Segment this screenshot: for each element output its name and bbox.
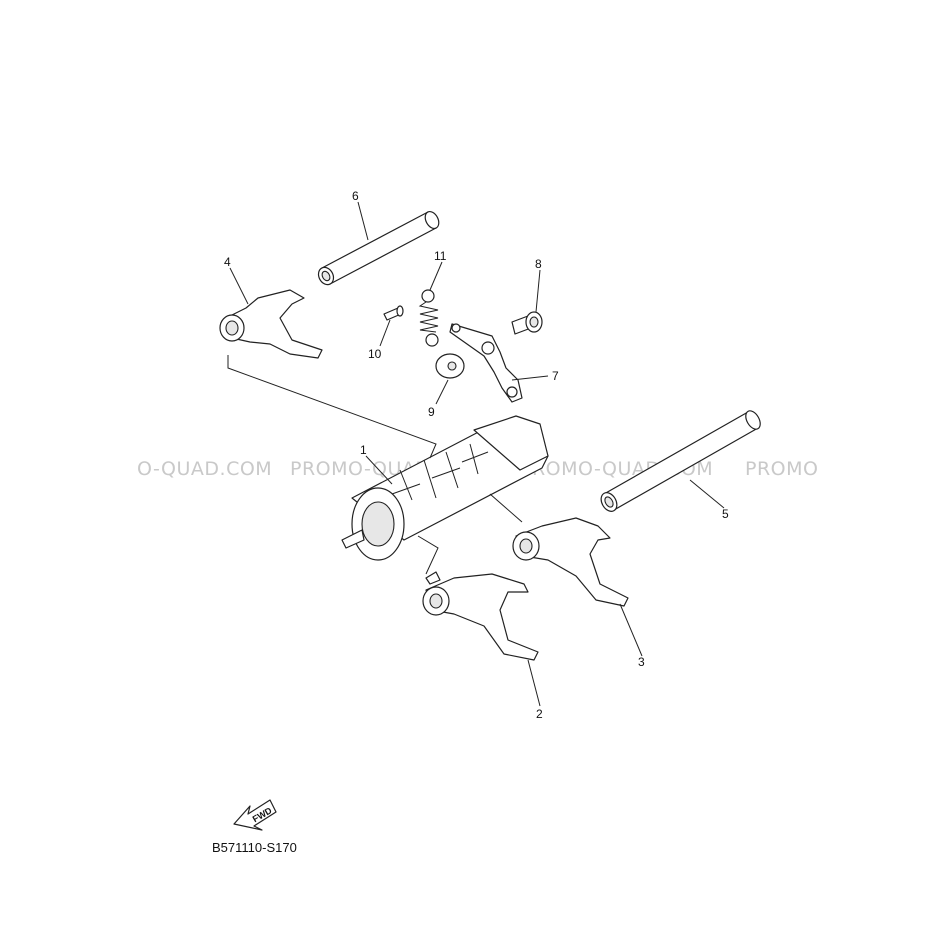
part-6-shaft [317,210,440,286]
part-5-shaft [600,410,761,512]
part-9-washer [435,353,465,379]
part-4-shift-fork [219,289,323,359]
callout-5: 5 [722,507,729,521]
leader-5 [689,479,725,509]
callout-2: 2 [536,707,543,721]
part-7-stopper-lever [449,323,523,403]
callout-8: 8 [535,257,542,271]
callout-10: 10 [368,347,382,361]
watermark-4: PROMO [745,458,818,480]
callout-11: 11 [434,249,447,263]
callout-7: 7 [552,369,559,383]
leader-10 [379,319,391,347]
leader-9 [435,379,449,405]
part-10-bolt [383,305,404,321]
leader-6 [357,201,369,241]
leader-8 [535,269,541,313]
watermark-1: O-QUAD.COM [137,458,272,480]
callout-4: 4 [224,255,231,269]
leader-4 [229,267,249,305]
fork-2-link-line [417,535,439,575]
part-8-bolt [511,311,543,335]
callout-1: 1 [360,443,367,457]
leader-3 [619,603,643,657]
part-1-shift-drum [341,415,549,561]
fork-4-link-line [227,355,437,459]
leader-2 [527,659,541,707]
callout-9: 9 [428,405,435,419]
part-11-spring [418,289,439,347]
fwd-arrow-icon: FWD [233,799,277,831]
callout-3: 3 [638,655,645,669]
diagram-code: B571110-S170 [212,840,297,855]
callout-6: 6 [352,189,359,203]
part-3-shift-fork [512,517,629,607]
fork-3-link-line [489,493,523,523]
leader-11 [429,261,443,291]
part-2-shift-fork [422,571,539,661]
leader-1 [365,455,393,485]
leader-7 [511,375,549,381]
